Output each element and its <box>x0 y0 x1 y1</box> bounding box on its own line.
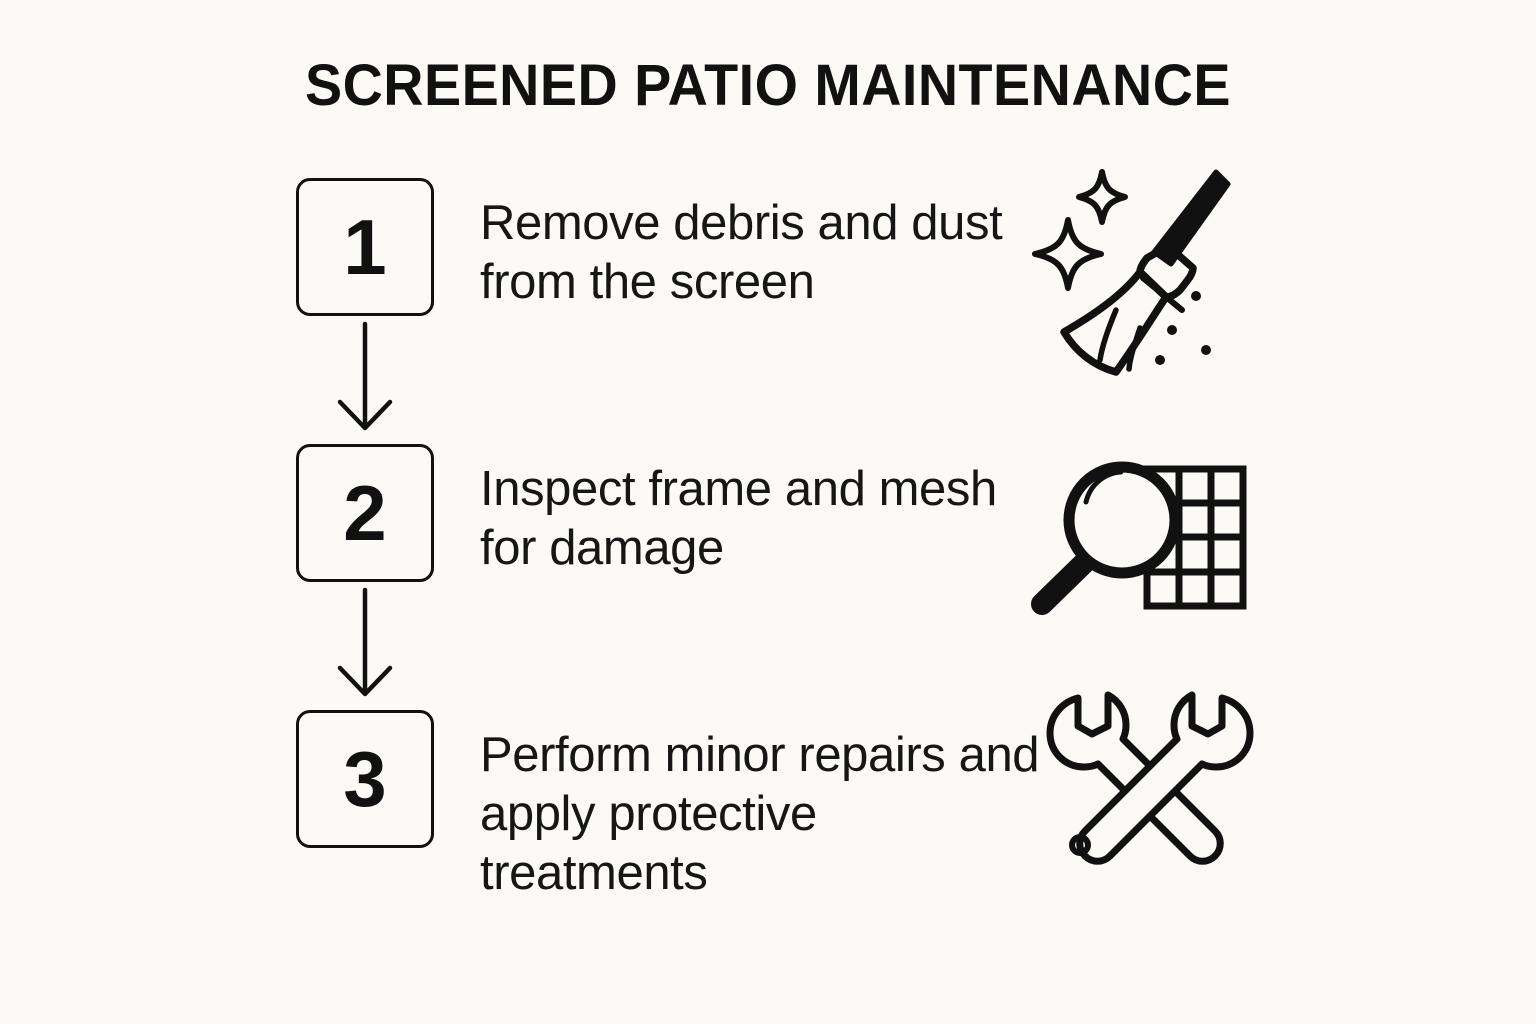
step-icon-3 <box>1040 690 1260 885</box>
step-number-box-2: 2 <box>296 444 434 582</box>
lens-glare-icon <box>1083 469 1124 505</box>
down-arrow-icon <box>337 587 393 697</box>
wrench-hole-icon <box>1069 834 1091 856</box>
crossed-wrenches-icon <box>1040 690 1260 880</box>
step-number-box-3: 3 <box>296 710 434 848</box>
connector-arrow-2 <box>296 582 434 710</box>
magnifier-lens-icon <box>1063 461 1181 579</box>
magnifier-mesh-icon <box>1031 461 1247 615</box>
sparkle-icon <box>1032 217 1104 291</box>
step-row-2: 2 Inspect frame and mesh for damage <box>296 444 1296 582</box>
dust-specks-icon <box>1155 291 1211 365</box>
step-number-3: 3 <box>343 735 387 823</box>
step-icon-2 <box>1020 440 1260 635</box>
sparkle-icon <box>1076 169 1128 225</box>
step-text-1: Remove debris and dust from the screen <box>480 196 1003 309</box>
step-text-2: Inspect frame and mesh for damage <box>480 462 997 575</box>
magnifier-handle-icon <box>1031 553 1094 615</box>
connector-arrow-1 <box>296 316 434 444</box>
step-row-1: 1 Remove debris and dust from the screen <box>296 178 1296 316</box>
steps-list: 1 Remove debris and dust from the screen… <box>296 178 1296 903</box>
step-number-2: 2 <box>343 469 387 557</box>
broom-sparkle-icon <box>1032 169 1231 376</box>
down-arrow-icon <box>337 321 393 431</box>
step-icon-1 <box>1030 160 1260 395</box>
step-text-3: Perform minor repairs and apply protecti… <box>480 728 1040 900</box>
icon-column <box>1010 0 1310 1024</box>
step-number-box-1: 1 <box>296 178 434 316</box>
page-title: SCREENED PATIO MAINTENANCE <box>304 53 1232 118</box>
step-row-3: 3 Perform minor repairs and apply protec… <box>296 710 1296 903</box>
step-number-1: 1 <box>343 203 387 291</box>
